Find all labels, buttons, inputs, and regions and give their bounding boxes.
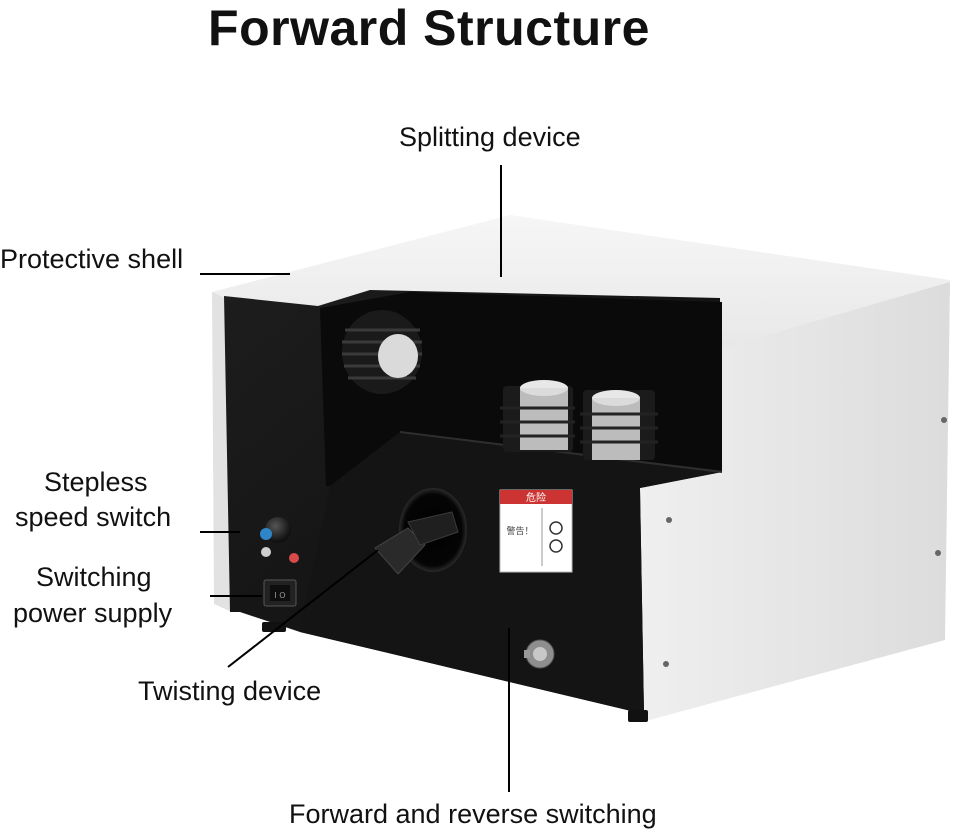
label-stepless-line2: speed switch	[15, 502, 172, 532]
rocker-switch: I O	[263, 579, 297, 607]
label-power-supply-line1: Switching	[36, 562, 152, 592]
label-power-supply-line2: power supply	[13, 598, 173, 628]
shell-top	[212, 215, 950, 365]
speed-knob	[260, 517, 291, 543]
leader-protective-shell	[200, 273, 290, 275]
brush-roller-pair	[500, 380, 658, 460]
label-splitting-device: Splitting device	[399, 122, 581, 152]
brush-roller-left	[342, 310, 422, 394]
label-twisting-device: Twisting device	[138, 676, 322, 706]
indicator-light-white	[261, 547, 271, 557]
foot-right	[628, 710, 648, 722]
foot-left	[262, 622, 286, 632]
rocker-switch-label: I O	[274, 591, 285, 600]
indicator-light-red	[289, 553, 299, 563]
label-stepless-line1: Stepless	[44, 467, 148, 497]
warning-sticker-header: 危险	[526, 491, 546, 504]
leader-stepless-speed	[200, 531, 240, 533]
warning-sticker-text: 警告！	[506, 525, 533, 537]
lower-body	[300, 432, 722, 714]
leader-forward-reverse	[508, 628, 510, 792]
twisting-clamp	[374, 511, 459, 575]
leader-power-supply	[210, 595, 262, 597]
leader-splitting-device	[500, 165, 502, 277]
page-title: Forward Structure	[208, 0, 650, 56]
direction-toggle	[524, 639, 555, 669]
label-forward-reverse: Forward and reverse switching	[289, 799, 657, 829]
warning-sticker: 危险 警告！	[499, 489, 573, 573]
label-protective-shell: Protective shell	[0, 244, 184, 274]
